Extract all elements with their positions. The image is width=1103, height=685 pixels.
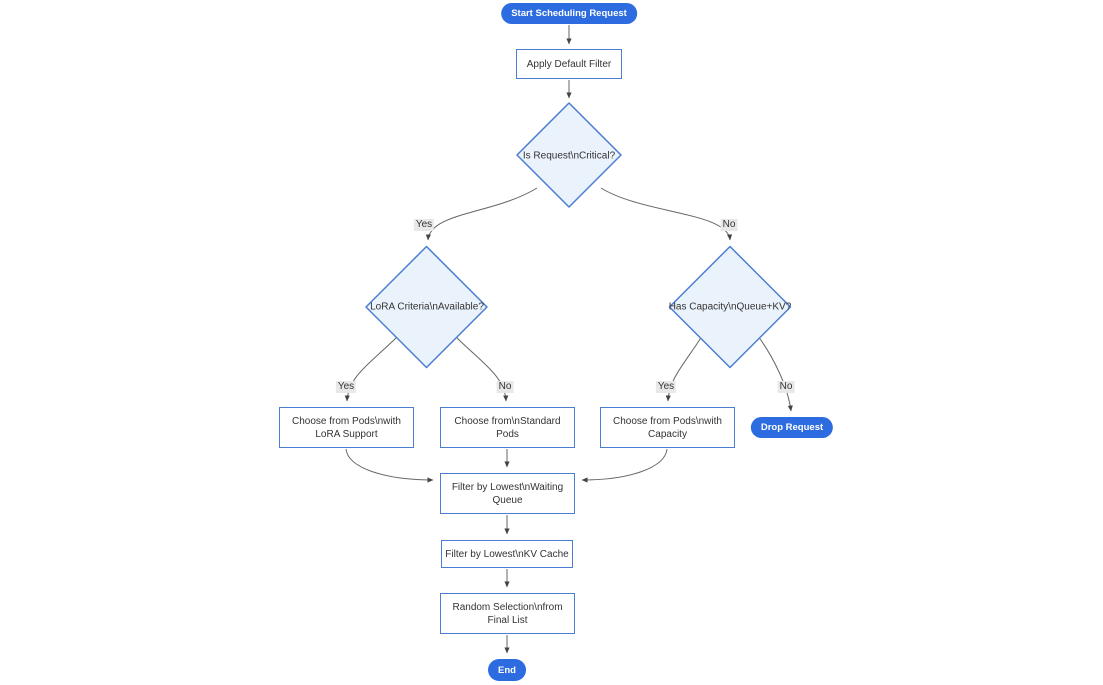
node-choose-capacity-pods-line2: Capacity (648, 428, 687, 440)
node-drop-request: Drop Request (750, 417, 834, 438)
node-choose-standard-pods: Choose from\nStandard Pods (440, 407, 575, 448)
edge-label-capacity-yes: Yes (655, 381, 677, 393)
edge-label-critical-no: No (720, 219, 738, 231)
node-filter-waiting-queue-line2: Queue (492, 494, 523, 506)
node-random-selection: Random Selection\nfrom Final List (440, 593, 575, 634)
node-choose-capacity-pods-line1: Choose from Pods\nwith (613, 415, 722, 427)
node-end: End (488, 659, 526, 681)
node-choose-lora-pods: Choose from Pods\nwith LoRA Support (279, 407, 414, 448)
edge-label-capacity-no: No (777, 381, 795, 393)
node-filter-kv-cache: Filter by Lowest\nKV Cache (441, 540, 573, 568)
node-apply-default-filter-label: Apply Default Filter (526, 58, 612, 70)
edge-choose-lora-to-filter-queue (345, 448, 434, 483)
node-start: Start Scheduling Request (501, 3, 637, 24)
edge-capacity-yes-to-choose-capacity (665, 335, 703, 402)
edge-choose-capacity-to-filter-queue (581, 448, 668, 483)
node-start-label: Start Scheduling Request (511, 8, 627, 19)
node-choose-lora-pods-line2: LoRA Support (315, 428, 378, 440)
node-filter-waiting-queue-line1: Filter by Lowest\nWaiting (451, 481, 564, 493)
decision-has-capacity-shape (668, 245, 792, 369)
node-filter-waiting-queue: Filter by Lowest\nWaiting Queue (440, 473, 575, 514)
edge-lora-yes-to-choose-lora (344, 335, 399, 402)
node-filter-kv-cache-label: Filter by Lowest\nKV Cache (445, 548, 569, 560)
edge-label-lora-no: No (496, 381, 514, 393)
edge-is-critical-yes-to-lora (425, 187, 538, 241)
node-end-label: End (498, 664, 516, 676)
node-choose-lora-pods-line1: Choose from Pods\nwith (292, 415, 401, 427)
node-random-selection-line2: Final List (487, 614, 528, 626)
decision-is-critical-shape (516, 102, 622, 208)
edge-label-lora-yes: Yes (335, 381, 357, 393)
node-lora-criteria-label: LoRA Criteria\nAvailable? (370, 301, 484, 313)
node-choose-standard-pods-line1: Choose from\nStandard (454, 415, 561, 427)
edge-label-critical-yes: Yes (413, 219, 435, 231)
edge-capacity-no-to-drop (757, 335, 793, 412)
edge-lora-no-to-choose-standard (454, 335, 509, 402)
node-random-selection-line1: Random Selection\nfrom (452, 601, 563, 613)
node-is-critical-label: Is Request\nCritical? (522, 150, 616, 162)
node-apply-default-filter: Apply Default Filter (516, 49, 622, 79)
node-choose-standard-pods-line2: Pods (496, 428, 519, 440)
decision-lora-criteria-shape (365, 245, 488, 369)
node-choose-capacity-pods: Choose from Pods\nwith Capacity (600, 407, 735, 448)
node-drop-request-label: Drop Request (760, 422, 824, 433)
edge-is-critical-no-to-capacity (600, 187, 733, 241)
node-has-capacity-label: Has Capacity\nQueue+KV? (668, 301, 792, 313)
